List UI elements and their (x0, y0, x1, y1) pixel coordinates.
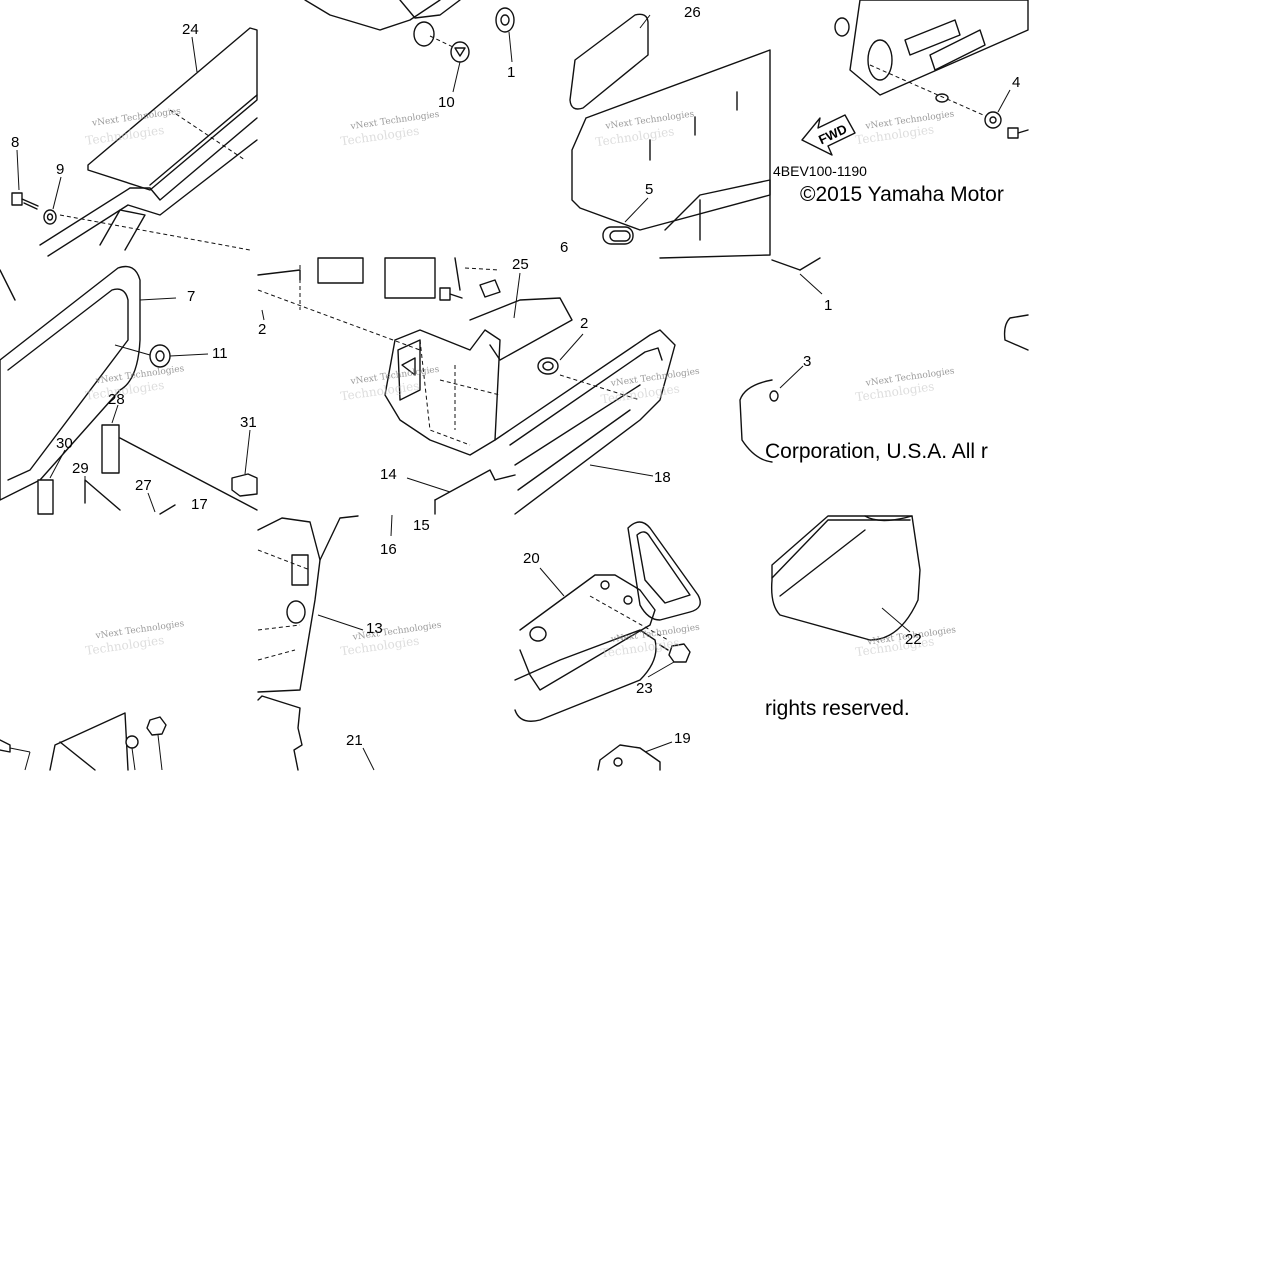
part-bolt-lower-a (125, 735, 139, 771)
callout-17: 17 (191, 496, 208, 513)
part-4-washer (984, 111, 1002, 129)
copyright-line-2: Corporation, U.S.A. All r (765, 440, 988, 463)
callout-2: 2 (580, 315, 588, 332)
part-9-grommet (43, 209, 57, 225)
callout-26: 26 (684, 4, 701, 21)
part-7-side-cover (0, 265, 141, 501)
part-2-grommet (537, 357, 559, 375)
part-1-grommet (495, 7, 515, 33)
callout-18: 18 (654, 469, 671, 486)
callout-22: 22 (905, 631, 922, 648)
part-3-cover (739, 379, 773, 463)
part-10-collar (450, 41, 470, 63)
part-bolt-lower-b (146, 716, 167, 771)
part-18-tray (494, 329, 676, 515)
tile-r2c3 (739, 257, 1029, 463)
part-bolt-right (1007, 127, 1029, 139)
callout-29: 29 (72, 460, 89, 477)
callout-1a: 1 (507, 64, 515, 81)
part-side-cover-panel (571, 49, 771, 231)
part-11-grommet (114, 344, 171, 368)
part-handle-grip (627, 521, 701, 621)
callout-11: 11 (212, 345, 228, 362)
part-24-side-panel (87, 27, 258, 191)
callout-15: 15 (413, 517, 430, 534)
callout-14: 14 (380, 466, 397, 483)
tile-r3c3 (514, 521, 701, 771)
fwd-arrow-icon: FWD (801, 114, 856, 156)
callout-3: 3 (803, 353, 811, 370)
tile-r3c4 (770, 515, 921, 641)
part-28-pad (101, 424, 120, 474)
diagram-code: 4BEV100-1190 (773, 163, 867, 179)
part-23-bolt (659, 643, 691, 663)
callout-2b: 2 (258, 321, 266, 338)
callout-24: 24 (182, 21, 199, 38)
copyright-line-1: ©2015 Yamaha Motor (800, 183, 1004, 206)
part-8-bolt (11, 192, 39, 210)
callout-28: 28 (108, 391, 125, 408)
part-19-bracket (597, 744, 661, 771)
tile-r2c1 (0, 265, 258, 515)
part-25-bracket (464, 267, 573, 361)
part-31-clip (231, 473, 258, 497)
callout-23: 23 (636, 680, 653, 697)
callout-25: 25 (512, 256, 529, 273)
part-frame-cover (39, 117, 258, 246)
callout-27: 27 (135, 477, 152, 494)
tile-r3c2 (257, 514, 393, 771)
callout-9: 9 (56, 161, 64, 178)
callout-7: 7 (187, 288, 195, 305)
callout-20: 20 (523, 550, 540, 567)
callout-30: 30 (56, 435, 73, 452)
callout-8: 8 (11, 134, 19, 151)
tile-r1c2 (304, 0, 515, 93)
callout-16: 16 (380, 541, 397, 558)
callout-labels: 24 8 9 10 1 26 5 6 4 7 11 28 31 30 29 27… (11, 4, 1020, 749)
tile-r3c1 (0, 712, 167, 771)
tile-r2c2 (257, 257, 676, 515)
callout-1b: 1 (824, 297, 832, 314)
callout-19: 19 (674, 730, 691, 747)
callout-6: 6 (560, 239, 568, 256)
callout-31: 31 (240, 414, 257, 431)
part-26-label-plate (569, 13, 649, 110)
part-30-pad (37, 479, 54, 515)
callout-4: 4 (1012, 74, 1020, 91)
callout-21: 21 (346, 732, 363, 749)
callout-10: 10 (438, 94, 455, 111)
part-bolt-25 (439, 287, 463, 301)
copyright-line-3: rights reserved. (765, 697, 910, 720)
callout-13: 13 (366, 620, 383, 637)
part-5-grommet (602, 226, 634, 245)
part-21-plate (257, 695, 303, 771)
svg-text:vNext Technologies: vNext Technologies (91, 106, 182, 129)
tile-r1c1 (11, 27, 258, 257)
tile-r1c3 (569, 13, 771, 259)
callout-5: 5 (645, 181, 653, 198)
part-20-bracket (519, 574, 656, 691)
tile-r1c4: FWD (801, 0, 1029, 156)
